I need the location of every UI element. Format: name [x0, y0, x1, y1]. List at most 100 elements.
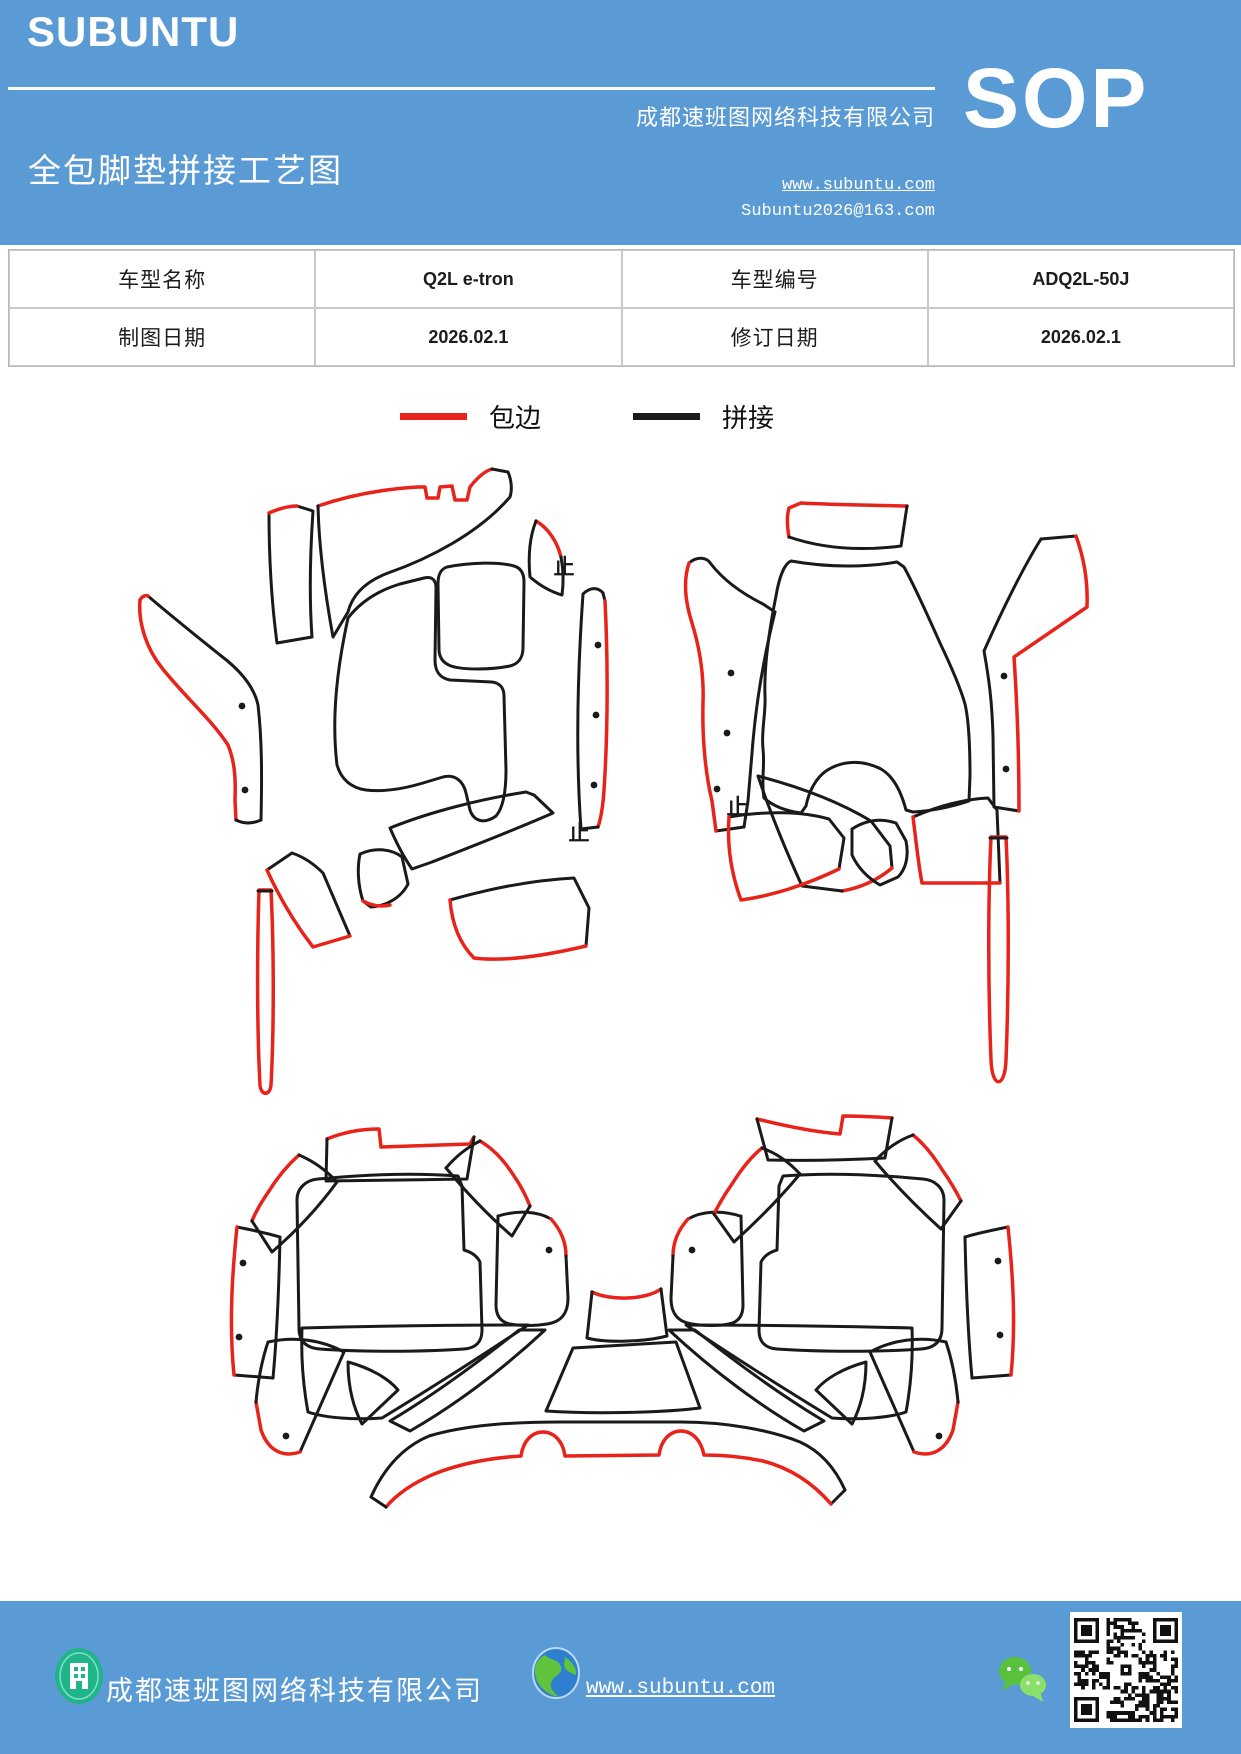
- binding-edge-path: [137, 598, 238, 822]
- binding-edge-path: [671, 1217, 690, 1258]
- brand-logo: SUBUNTU: [27, 8, 240, 55]
- splice-edge-path: [444, 1166, 532, 1238]
- alignment-dot: [713, 785, 721, 793]
- alignment-dot: [545, 1246, 553, 1254]
- binding-edge-path: [596, 599, 609, 829]
- legend-item-binding: 包边: [400, 398, 541, 435]
- splice-edge-path: [982, 537, 1043, 809]
- splice-edge-path: [829, 1488, 847, 1506]
- splice-edge-path: [873, 1133, 915, 1163]
- table-cell-label: 车型名称: [9, 250, 316, 308]
- alignment-dot: [592, 711, 600, 719]
- header-website-link[interactable]: www.subuntu.com: [781, 176, 935, 195]
- splice-edge-path: [235, 1225, 282, 1239]
- binding-edge-path: [250, 1153, 301, 1223]
- header-email: Subuntu2026@163.com: [741, 202, 935, 221]
- footer-banner: 成都速班图网络科技有限公司 www.subuntu.com: [0, 1601, 1241, 1754]
- alignment-dot: [282, 1432, 290, 1440]
- binding-edge-path: [755, 1114, 894, 1136]
- binding-edge-path: [138, 593, 150, 602]
- binding-edge-path: [840, 866, 894, 893]
- alignment-dot: [1002, 765, 1010, 773]
- alignment-dot: [1000, 672, 1008, 680]
- binding-edge-path: [316, 467, 494, 508]
- splice-edge-path: [369, 1495, 388, 1509]
- sop-badge: SOP: [963, 51, 1150, 145]
- splice-edge-path: [579, 825, 600, 831]
- binding-edge-path: [590, 1287, 663, 1300]
- alignment-dot: [996, 1331, 1004, 1339]
- splice-edge-path: [850, 818, 909, 887]
- splice-edge-path: [544, 1340, 702, 1415]
- splice-edge-path: [992, 805, 1021, 813]
- alignment-dot: [238, 702, 246, 710]
- splice-edge-path: [316, 467, 513, 639]
- stop-mark: 止: [554, 555, 575, 579]
- splice-edge-path: [712, 1172, 802, 1244]
- alignment-dot: [235, 1333, 243, 1341]
- alignment-dot: [594, 641, 602, 649]
- splice-edge-path: [346, 1360, 400, 1426]
- building-icon: [55, 1648, 103, 1704]
- binding-edge-path: [987, 835, 1010, 1084]
- splice-edge-path: [254, 1340, 270, 1404]
- splice-edge-path: [742, 610, 777, 829]
- splice-edge-path: [727, 811, 846, 871]
- binding-edge-path: [265, 868, 352, 949]
- binding-edge-path: [726, 815, 841, 902]
- splice-edge-path: [963, 1235, 974, 1380]
- globe-icon: [532, 1647, 580, 1699]
- mat-splice-diagram: 止止止: [137, 467, 1089, 1509]
- splice-edge-path: [333, 576, 508, 823]
- table-cell-value: Q2L e-tron: [315, 250, 622, 308]
- footer-company-name: 成都速班图网络科技有限公司: [106, 1676, 483, 1706]
- splice-edge-path: [814, 1360, 868, 1426]
- wechat-icon: [999, 1657, 1046, 1702]
- binding-edge-path: [384, 1429, 833, 1509]
- alignment-dot: [935, 1432, 943, 1440]
- splice-edge-path: [669, 1214, 745, 1327]
- binding-edge-path: [911, 1133, 963, 1203]
- binding-edge-path: [712, 1146, 764, 1216]
- alignment-dot: [727, 669, 735, 677]
- splice-edge-path: [963, 1225, 1010, 1239]
- stop-mark: 止: [569, 821, 590, 845]
- alignment-dot: [241, 786, 249, 794]
- splice-edge-path: [436, 561, 526, 671]
- splice-edge-path: [756, 774, 844, 893]
- splice-edge-path: [684, 1323, 914, 1421]
- binding-edge-path: [255, 888, 275, 1095]
- splice-edge-path: [1039, 534, 1078, 541]
- binding-edge-path: [254, 1400, 302, 1456]
- splice-edge-path: [388, 1328, 547, 1433]
- splice-edge-path: [760, 1146, 802, 1176]
- binding-edge-path: [267, 504, 299, 515]
- splice-edge-path: [265, 851, 352, 938]
- binding-edge-path: [229, 1225, 239, 1377]
- table-cell-value: 2026.02.1: [927, 308, 1234, 366]
- table-cell-label: 修订日期: [621, 308, 928, 366]
- binding-edge-path: [478, 1139, 532, 1208]
- qr-code: [1070, 1612, 1182, 1728]
- splice-edge-path: [356, 848, 410, 909]
- splice-edge-path: [911, 796, 1002, 885]
- header-divider: [8, 87, 935, 90]
- diagram-stop-marks: 止止止: [554, 555, 748, 845]
- footer-website-link[interactable]: www.subuntu.com: [586, 1677, 776, 1700]
- table-cell-value: 2026.02.1: [315, 308, 622, 366]
- binding-edge-path: [1006, 1225, 1016, 1377]
- header-company-block: 成都速班图网络科技有限公司 www.subuntu.com Subuntu202…: [636, 100, 935, 221]
- alignment-dot: [723, 729, 731, 737]
- page-title: 全包脚垫拼接工艺图: [28, 154, 343, 190]
- splice-edge-path: [944, 1340, 960, 1404]
- binding-edge-path: [361, 899, 392, 908]
- binding-edge-path: [785, 501, 909, 539]
- splice-edge-path: [369, 1420, 847, 1499]
- legend-item-splice: 拼接: [633, 398, 774, 435]
- binding-edge-path: [911, 815, 1002, 885]
- header-company-name: 成都速班图网络科技有限公司: [635, 105, 935, 130]
- legend-label-splice: 拼接: [722, 404, 775, 433]
- binding-edge-path: [549, 1217, 568, 1258]
